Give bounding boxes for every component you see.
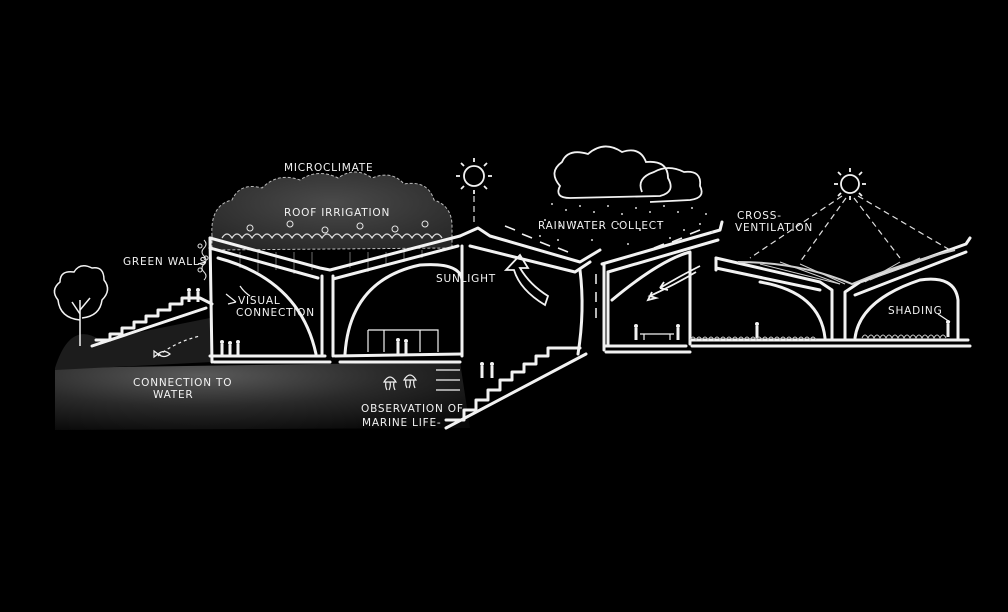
rain-drops [539,203,713,245]
water-body [55,318,470,430]
fish-icon [153,349,171,359]
label-connection-to-water-line1: CONNECTION TO [133,377,232,389]
label-microclimate: MICROCLIMATE [284,162,373,174]
cloud-icon [553,145,703,203]
green-wall-plants [197,239,209,281]
label-observation-line1: OBSERVATION OF [361,403,464,415]
bench [640,333,674,340]
label-cross-ventilation-line1: CROSS- [737,210,782,222]
label-connection-to-water-line2: WATER [153,389,194,401]
tree-icon [53,265,109,346]
label-roof-irrigation: ROOF IRRIGATION [284,207,390,219]
jellyfish-icon [382,374,418,391]
label-shading: SHADING [888,305,943,317]
ventilation-arrow [646,265,701,302]
label-cross-ventilation-line2: VENTILATION [735,222,813,234]
person-icon [187,288,950,378]
sun-icon [456,158,492,194]
grass [689,334,947,342]
label-sunlight: SUNLIGHT [436,273,496,285]
rainwater-flow-arrows [504,225,701,318]
label-observation-line2: MARINE LIFE- [362,417,441,429]
sunlight-arrow [503,253,550,307]
visual-connection-arrow [157,293,237,357]
sun-icon [834,168,866,200]
building-section [90,220,972,430]
sun-rays [473,195,951,263]
label-rainwater-collect: RAINWATER COLLECT [538,220,664,232]
label-green-walls: GREEN WALLS [123,256,207,268]
label-visual-connection-line2: CONNECTION [236,307,315,319]
label-visual-connection-line1: VISUAL [238,295,280,307]
label-leaders [197,261,951,323]
observation-arrows [436,369,460,391]
microclimate-cloud [211,171,453,274]
shading-canopy [737,249,956,286]
interior-pavilion [367,329,439,352]
